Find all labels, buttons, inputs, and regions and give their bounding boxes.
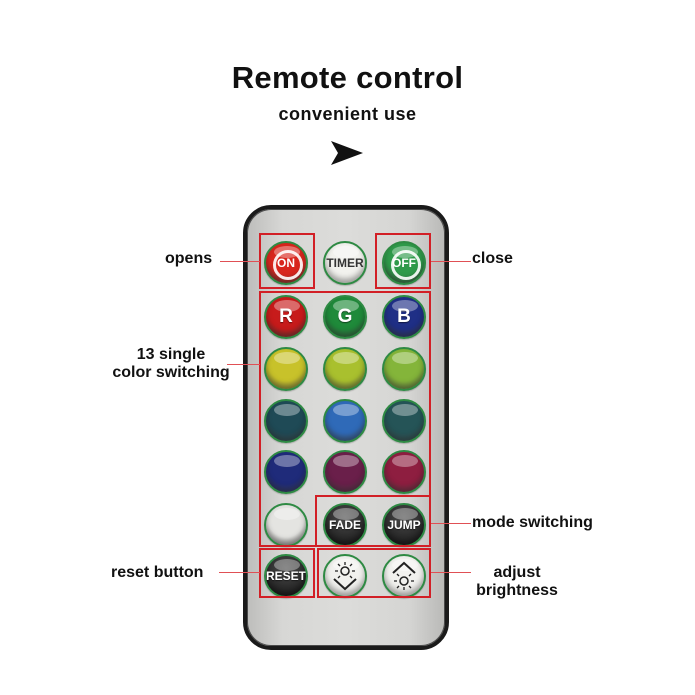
green-button[interactable]: G — [323, 295, 367, 339]
power-icon — [391, 250, 421, 280]
annotation-adjust-line2: brightness — [476, 582, 558, 599]
on-button-highlight — [259, 233, 315, 289]
annotation-adjust-brightness: adjust brightness — [463, 564, 571, 600]
brightness-up-button[interactable] — [382, 554, 426, 598]
jump-button-label: JUMP — [387, 518, 421, 532]
off-button-highlight — [375, 233, 431, 289]
annotation-opens: opens — [165, 250, 213, 267]
reset-button[interactable]: RESET — [264, 554, 308, 598]
blue-button-label: B — [397, 306, 411, 327]
annotation-close-line — [431, 261, 471, 262]
brightness-up-icon — [392, 561, 416, 590]
color-button-dark-teal[interactable] — [264, 399, 308, 443]
timer-button-label: TIMER — [326, 256, 364, 270]
jump-button[interactable]: JUMP — [382, 503, 426, 547]
on-button-label: ON — [277, 256, 295, 270]
page-title: Remote control — [231, 60, 464, 95]
annotation-close: close — [472, 250, 513, 267]
annotation-mode-switching: mode switching — [472, 514, 593, 531]
color-button-yellow-green[interactable] — [323, 347, 367, 391]
timer-button[interactable]: TIMER — [323, 241, 367, 285]
red-button[interactable]: R — [264, 295, 308, 339]
reset-button-highlight — [259, 548, 315, 598]
color-button-crimson[interactable] — [382, 450, 426, 494]
color-button-light-green[interactable] — [382, 347, 426, 391]
mode-buttons-highlight — [315, 495, 431, 547]
remote-control: ON TIMER OFF R G B FADE JUMP RESET — [243, 205, 449, 650]
fade-button[interactable]: FADE — [323, 503, 367, 547]
annotation-mode-line — [431, 523, 471, 524]
annotation-single-color-line2: color switching — [112, 364, 230, 381]
reset-button-label: RESET — [266, 569, 307, 583]
color-button-teal[interactable] — [382, 399, 426, 443]
annotation-reset-button: reset button — [111, 564, 204, 581]
annotation-reset-line — [219, 572, 260, 573]
annotation-single-color: 13 single color switching — [85, 346, 257, 382]
green-button-label: G — [337, 306, 353, 327]
on-button[interactable]: ON — [264, 241, 308, 285]
color-button-purple[interactable] — [323, 450, 367, 494]
color-button-navy[interactable] — [264, 450, 308, 494]
brightness-down-icon — [333, 562, 357, 591]
page-subtitle: convenient use — [278, 104, 417, 124]
arrow-right-icon — [331, 141, 363, 165]
annotation-adjust-line — [431, 572, 471, 573]
annotation-single-color-line1: 13 single — [136, 346, 206, 363]
annotation-single-color-line — [227, 364, 260, 365]
off-button-label: OFF — [392, 256, 416, 270]
brightness-down-button[interactable] — [323, 554, 367, 598]
annotation-adjust-line1: adjust — [493, 564, 541, 581]
off-button[interactable]: OFF — [382, 241, 426, 285]
annotation-opens-line — [220, 261, 260, 262]
fade-button-label: FADE — [328, 518, 361, 532]
brightness-buttons-highlight — [317, 548, 431, 598]
red-button-label: R — [279, 306, 293, 327]
power-icon — [273, 250, 303, 280]
color-button-sky-blue[interactable] — [323, 399, 367, 443]
color-button-yellow[interactable] — [264, 347, 308, 391]
blue-button[interactable]: B — [382, 295, 426, 339]
